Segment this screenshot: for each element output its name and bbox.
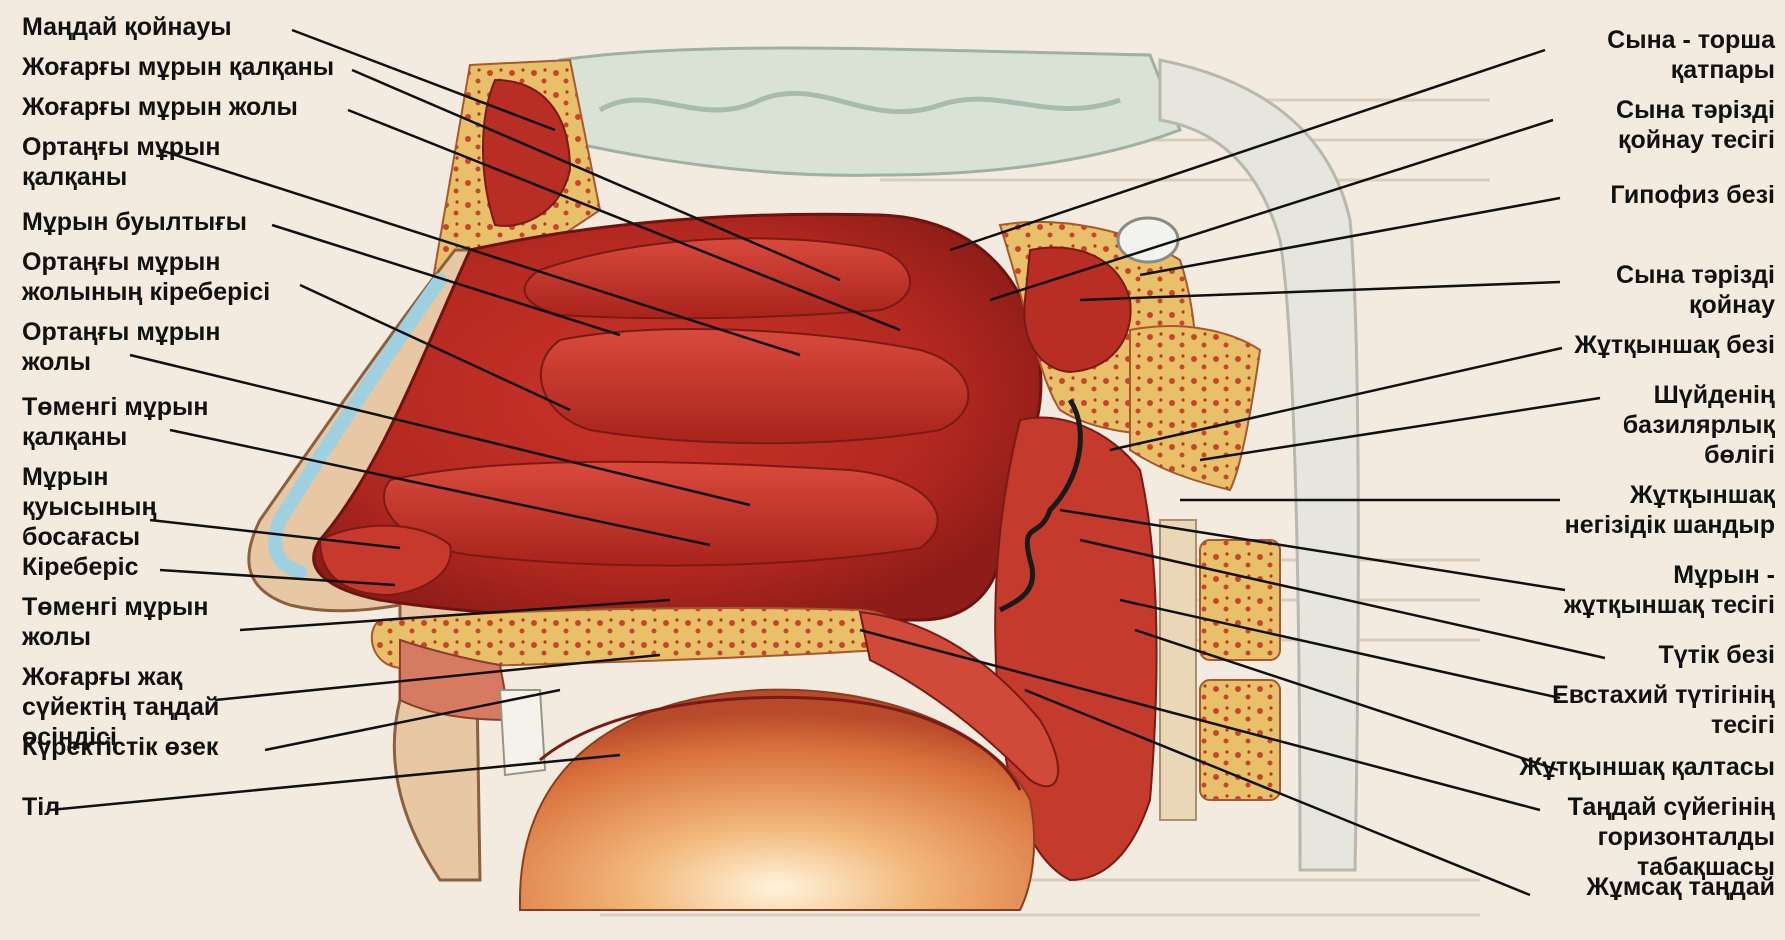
right-label-8: Мұрын - жұтқыншақ тесігі <box>1564 560 1775 620</box>
right-label-3: Гипофиз безі <box>1610 180 1775 210</box>
left-label-6: Ортаңғы мұрын жолының кіреберісі <box>22 247 270 307</box>
left-label-11: Төменгі мұрын жолы <box>22 592 208 652</box>
left-label-9: Мұрын қуысының босағасы <box>22 462 157 552</box>
right-label-11: Жұтқыншақ қалтасы <box>1519 752 1775 782</box>
right-label-7: Жұтқыншақ негізідік шандыр <box>1565 480 1775 540</box>
right-label-4: Сына тәрізді қойнау <box>1616 260 1775 320</box>
right-label-10: Евстахий түтігінің тесігі <box>1552 680 1775 740</box>
left-label-4: Ортаңғы мұрын қалқаны <box>22 132 220 192</box>
right-label-1: Сына - торша қатпары <box>1607 25 1775 85</box>
right-label-9: Түтік безі <box>1658 640 1775 670</box>
right-label-5: Жұтқыншақ безі <box>1574 330 1775 360</box>
middle-concha <box>541 329 968 443</box>
left-label-10: Кіреберіс <box>22 552 139 582</box>
left-label-3: Жоғарғы мұрын жолы <box>22 92 298 122</box>
left-label-2: Жоғарғы мұрын қалқаны <box>22 52 334 82</box>
left-label-5: Мұрын буылтығы <box>22 207 247 237</box>
left-label-13: Күректістік өзек <box>22 732 218 762</box>
brain-region <box>560 48 1180 175</box>
right-label-13: Жұмсақ таңдай <box>1586 872 1775 902</box>
left-label-14: Тіл <box>22 792 60 822</box>
inferior-concha <box>384 462 938 566</box>
right-label-12: Таңдай сүйегінің горизонталды табақшасы <box>1568 792 1775 882</box>
left-label-1: Маңдай қойнауы <box>22 12 232 42</box>
left-label-8: Төменгі мұрын қалқаны <box>22 392 208 452</box>
right-label-6: Шүйденің базилярлық бөлігі <box>1623 380 1775 470</box>
right-label-2: Сына тәрізді қойнау тесігі <box>1616 95 1775 155</box>
left-label-7: Ортаңғы мұрын жолы <box>22 317 220 377</box>
